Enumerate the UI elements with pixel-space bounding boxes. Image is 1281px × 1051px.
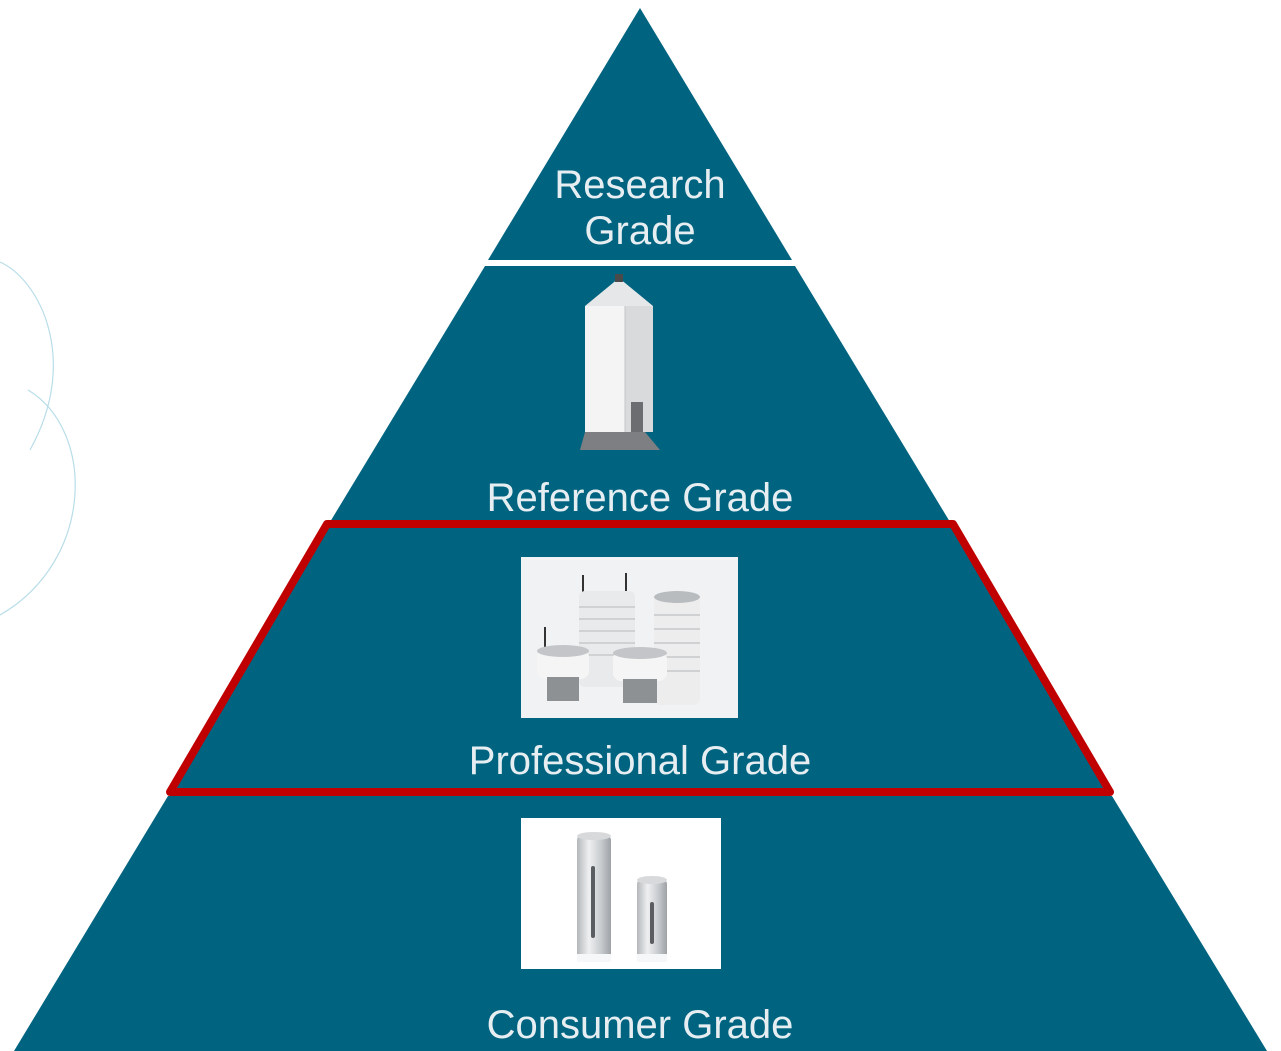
tier-label-research-line2: Grade <box>584 209 696 253</box>
tier-label-reference: Reference Grade <box>486 476 794 520</box>
decor-curve-upper <box>0 261 54 451</box>
consumer-sensors-image <box>521 818 721 969</box>
professional-sensors-image <box>521 557 738 718</box>
tier-research <box>488 8 792 260</box>
tier-label-consumer: Consumer Grade <box>486 1003 794 1047</box>
reference-sensor-image <box>580 274 660 450</box>
tier-label-professional: Professional Grade <box>468 739 812 783</box>
tier-label-research: Research Grade <box>520 162 760 254</box>
highlight-outline <box>166 520 1114 796</box>
decor-curve-lower <box>0 389 76 616</box>
tier-label-research-line1: Research <box>554 163 726 207</box>
